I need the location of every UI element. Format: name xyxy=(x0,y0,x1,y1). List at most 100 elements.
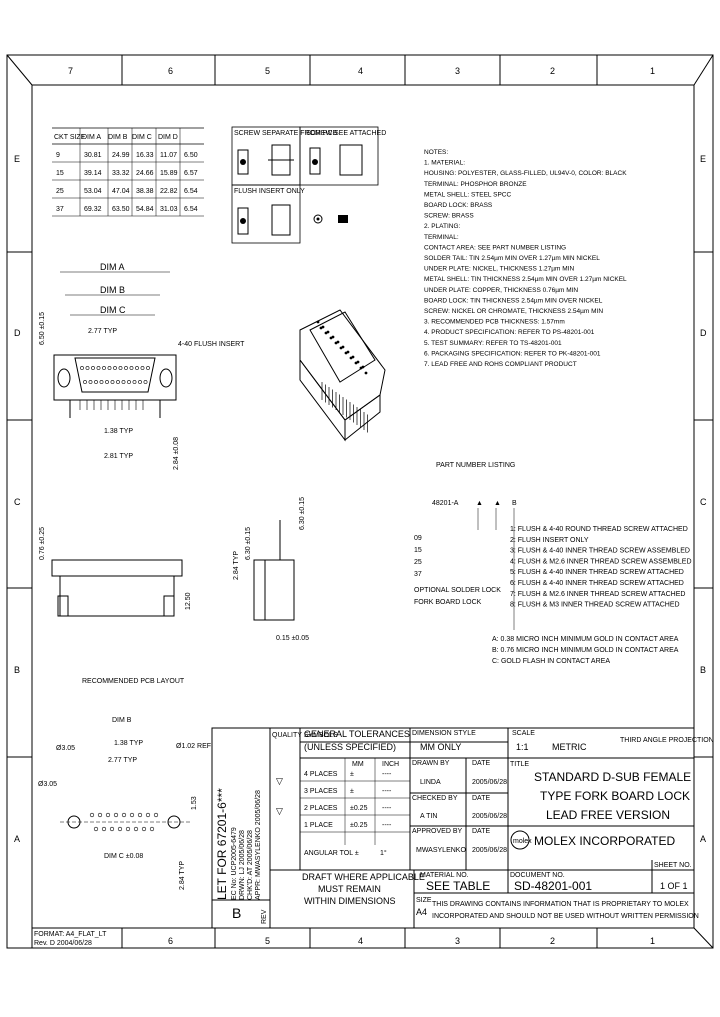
dim-table-cell: 6.50 xyxy=(184,152,198,159)
proprietary-line-1: THIS DRAWING CONTAINS INFORMATION THAT I… xyxy=(432,901,689,908)
pcb-dim-c: DIM C ±0.08 xyxy=(104,853,143,860)
pn-row-label: OPTIONAL SOLDER LOCK xyxy=(414,587,501,594)
note-line: HOUSING: POLYESTER, GLASS-FILLED, UL94V-… xyxy=(424,170,627,177)
dim-table-header: DIM D xyxy=(158,134,178,141)
dim-table-cell: 22.82 xyxy=(160,188,178,195)
pn-row-label: FORK BOARD LOCK xyxy=(414,599,482,606)
tol-place-label: 3 PLACES xyxy=(304,788,338,795)
pn-row-label: 37 xyxy=(414,571,422,578)
pcb-dim-102: Ø1.02 REF xyxy=(176,743,211,750)
dim-flush-insert: 4-40 FLUSH INSERT xyxy=(178,341,245,348)
proprietary-line-2: INCORPORATED AND SHOULD NOT BE USED WITH… xyxy=(432,913,699,920)
note-line: SOLDER TAIL: TIN 2.54µm MIN OVER 1.27µm … xyxy=(424,255,600,262)
zone-col-3: 3 xyxy=(455,936,460,946)
part-numbering: PART NUMBER LISTING 48201-A ▲ ▲ B 091525… xyxy=(414,462,692,665)
outer-border xyxy=(6,54,714,949)
title-line-3: LEAD FREE VERSION xyxy=(546,808,670,822)
revision-strip: LET FOR 67201-6*** EC No: UCP2005-6479 D… xyxy=(211,727,271,929)
drawn-by-label: DRAWN BY xyxy=(412,760,450,767)
checked-by-label: CHECKED BY xyxy=(412,795,458,802)
general-tolerances: GENERAL TOLERANCES xyxy=(304,729,410,739)
dim-table-cell: 6.57 xyxy=(184,170,198,177)
note-line: 4. PRODUCT SPECIFICATION: REFER TO PS-48… xyxy=(424,329,595,336)
screw-options: SCREW SEPARATE FROM PCB SCREW SEE ATTACH… xyxy=(231,126,386,244)
title-line-1: STANDARD D-SUB FEMALE xyxy=(534,770,691,784)
angular-tol-value: 1° xyxy=(380,849,387,857)
must-remain: MUST REMAIN xyxy=(318,884,381,894)
drawn-date-label: DATE xyxy=(472,760,490,767)
zone-row-C: C xyxy=(700,497,707,507)
zone-row-D: D xyxy=(14,328,21,338)
dim-table-cell: 16.33 xyxy=(136,152,154,159)
tol-place-inch: ---- xyxy=(382,805,392,812)
draft-note: DRAFT WHERE APPLICABLE xyxy=(302,872,425,882)
company-name: MOLEX INCORPORATED xyxy=(534,834,675,848)
checked-date-label: DATE xyxy=(472,795,490,802)
zone-row-E: E xyxy=(700,154,706,164)
zone-row-B: B xyxy=(700,665,706,675)
zone-col-7: 7 xyxy=(68,66,73,76)
tol-place-mm: ±0.25 xyxy=(350,805,368,812)
quality-mark-2: ▽ xyxy=(276,806,283,816)
tol-place-inch: ---- xyxy=(382,822,392,829)
pn-option: 4: FLUSH & M2.6 INNER THREAD SCREW ASSEM… xyxy=(510,558,692,565)
note-line: METAL SHELL: STEEL SPCC xyxy=(424,191,511,198)
size-value: A4 xyxy=(416,907,427,917)
side-view: 0.76 ±0.25 12.50 xyxy=(39,527,192,617)
zone-row-D: D xyxy=(700,328,707,338)
note-line: 3. RECOMMENDED PCB THICKNESS: 1.57mm xyxy=(424,319,565,326)
dim-c-label: DIM C xyxy=(100,305,126,315)
dim-table-header: DIM A xyxy=(82,134,101,141)
dim-284-typ: 2.84 TYP xyxy=(233,551,240,580)
tol-place-inch: ---- xyxy=(382,771,392,778)
dim-1250: 12.50 xyxy=(185,592,192,610)
pcb-dim-277: 2.77 TYP xyxy=(108,757,137,764)
tol-place-label: 1 PLACE xyxy=(304,822,333,829)
dim-table-cell: 69.32 xyxy=(84,206,102,213)
dim-table-cell: 54.84 xyxy=(136,206,154,213)
dim-table-cell: 24.99 xyxy=(112,152,130,159)
note-line: 1. MATERIAL: xyxy=(424,160,465,167)
size-label: SIZE xyxy=(416,897,432,904)
angular-tol: ANGULAR TOL ± xyxy=(304,850,359,857)
dim-style-label: DIMENSION STYLE xyxy=(412,730,476,737)
tol-place-label: 2 PLACES xyxy=(304,805,338,812)
title-label: TITLE xyxy=(510,761,529,768)
zone-col-5: 5 xyxy=(265,66,270,76)
pcb-layout: DIM B 1.38 TYP 2.77 TYP Ø1.02 REF Ø3.05 … xyxy=(38,717,211,890)
dim-table-cell: 47.04 xyxy=(112,188,130,195)
dim-table-header: DIM B xyxy=(108,134,128,141)
front-view: DIM A DIM B DIM C 2.77 TYP 4-40 FLUSH IN… xyxy=(39,262,245,470)
rev-item: LET FOR 67201-6*** xyxy=(215,788,229,900)
dim-table-cell: 37 xyxy=(56,206,64,213)
checked-date: 2005/06/28 xyxy=(472,813,507,820)
dim-284: 2.84 ±0.08 xyxy=(173,437,180,470)
note-line: 5. TEST SUMMARY: REFER TO TS-48201-001 xyxy=(424,340,562,347)
rev-drawn: DRWN: LJ 2005/06/28 xyxy=(239,830,246,900)
doc-label: DOCUMENT NO. xyxy=(510,872,565,879)
tol-mm-header: MM xyxy=(352,761,364,768)
note-line: CONTACT AREA: SEE PART NUMBER LISTING xyxy=(424,244,566,251)
zone-col-2: 2 xyxy=(550,66,555,76)
pcb-dim-153: 1.53 xyxy=(191,796,198,810)
title-block: QUALITY SYMBOLS ▽ ▽ GENERAL TOLERANCES (… xyxy=(269,727,714,929)
title-line-2: TYPE FORK BOARD LOCK xyxy=(540,789,690,803)
dim-table-cell: 9 xyxy=(56,152,60,159)
dim-076: 0.76 ±0.25 xyxy=(39,527,46,560)
pcb-dim-138: 1.38 TYP xyxy=(114,740,143,747)
label-screw-separate: SCREW SEPARATE FROM PCB xyxy=(234,130,338,137)
quality-symbols: QUALITY SYMBOLS xyxy=(272,732,338,739)
dim-table-cell: 15.89 xyxy=(160,170,178,177)
dim-table-cell: 24.66 xyxy=(136,170,154,177)
tol-place-mm: ±0.25 xyxy=(350,822,368,829)
dim-table-cell: 15 xyxy=(56,170,64,177)
approved-by: MWASYLENKO xyxy=(416,847,466,854)
rev-letter: B xyxy=(232,905,241,921)
sheet-label: SHEET NO. xyxy=(654,862,692,869)
note-line: 7. LEAD FREE AND ROHS COMPLIANT PRODUCT xyxy=(424,361,577,368)
note-line: NOTES: xyxy=(424,149,448,156)
dim-015: 0.15 ±0.05 xyxy=(276,635,309,642)
